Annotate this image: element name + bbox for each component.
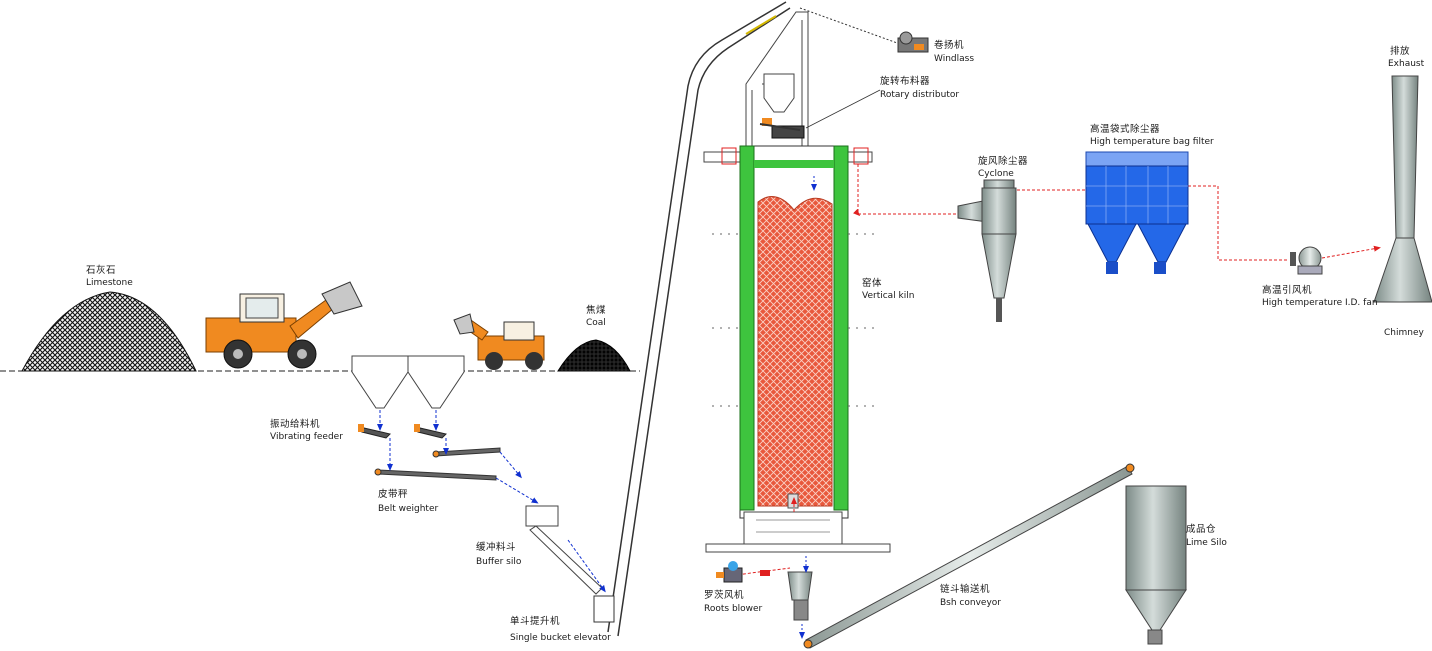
- bag-filter-label-en: High temperature bag filter: [1090, 137, 1214, 147]
- kiln-label-zh: 窑体: [862, 277, 882, 289]
- single-bucket-elevator-label-en: Single bucket elevator: [510, 633, 611, 643]
- bag-filter-label-zh: 高温袋式除尘器: [1090, 123, 1160, 135]
- feed-hoppers: [351, 355, 465, 409]
- chimney-label-en: Chimney: [1384, 328, 1424, 338]
- buffer-silo: [525, 505, 603, 595]
- windlass-label-zh: 卷扬机: [934, 39, 964, 51]
- roots-blower-label-en: Roots blower: [704, 604, 763, 614]
- limestone-label-en: Limestone: [86, 278, 133, 288]
- limestone-heap: [21, 291, 197, 372]
- material-flow-arrows: [377, 410, 606, 593]
- roots-blower-label-zh: 罗茨风机: [704, 589, 744, 601]
- single-bucket-elevator: [593, 1, 791, 637]
- wheel-loader-large: [205, 281, 363, 369]
- cyclone-label-en: Cyclone: [978, 169, 1014, 179]
- bsh-conveyor-label-en: Bsh conveyor: [940, 598, 1001, 608]
- coal-label-en: Coal: [586, 318, 606, 328]
- windlass: [897, 31, 929, 53]
- rotary-distributor: [759, 118, 805, 139]
- coal-heap: [557, 339, 631, 372]
- vibrating-feeders: [358, 424, 447, 439]
- windlass-label-en: Windlass: [934, 54, 974, 64]
- roots-blower: [716, 561, 770, 583]
- rotary-distributor-label-en: Rotary distributor: [880, 90, 959, 100]
- lime-silo: [1125, 485, 1187, 645]
- kiln-label-en: Vertical kiln: [862, 291, 914, 301]
- bsh-conveyor-label-zh: 链斗输送机: [940, 583, 990, 595]
- rotary-distributor-leader: [805, 89, 881, 129]
- gas-flow-arrows: [727, 164, 1381, 577]
- high-temp-bag-filter: [1085, 151, 1189, 274]
- id-fan-label-en: High temperature I.D. fan: [1262, 298, 1378, 308]
- vibrating-feeder-label-zh: 振动给料机: [270, 418, 320, 430]
- bucket-chain-conveyor: [803, 463, 1135, 649]
- coal-label-zh: 焦煤: [586, 304, 606, 316]
- lime-silo-label-en: Lime Silo: [1186, 538, 1227, 548]
- belt-weighter-label-en: Belt weighter: [378, 504, 438, 514]
- cyclone-label-zh: 旋风除尘器: [978, 155, 1028, 167]
- id-fan-label-zh: 高温引风机: [1262, 284, 1312, 296]
- exhaust-label-zh: 排放: [1390, 45, 1410, 57]
- chimney: [1373, 75, 1432, 303]
- belt-weighter: [374, 447, 501, 481]
- cyclone: [957, 179, 1017, 322]
- buffer-silo-label-zh: 缓冲料斗: [476, 541, 516, 553]
- belt-weighter-label-zh: 皮带秤: [378, 488, 408, 500]
- single-bucket-elevator-label-zh: 单斗提升机: [510, 615, 560, 627]
- vertical-kiln: [703, 145, 891, 553]
- kiln-top-structure: [745, 7, 901, 146]
- vibrating-feeder-label-en: Vibrating feeder: [270, 432, 343, 442]
- rotary-distributor-label-zh: 旋转布料器: [880, 75, 930, 87]
- id-fan: [1290, 246, 1323, 275]
- exhaust-label-en: Exhaust: [1388, 59, 1425, 69]
- kiln-discharge-unit: [787, 556, 813, 639]
- lime-silo-label-zh: 成品仓: [1186, 523, 1216, 535]
- limestone-label-zh: 石灰石: [86, 264, 116, 276]
- buffer-silo-label-en: Buffer silo: [476, 557, 522, 567]
- wheel-loader-small: [453, 313, 545, 370]
